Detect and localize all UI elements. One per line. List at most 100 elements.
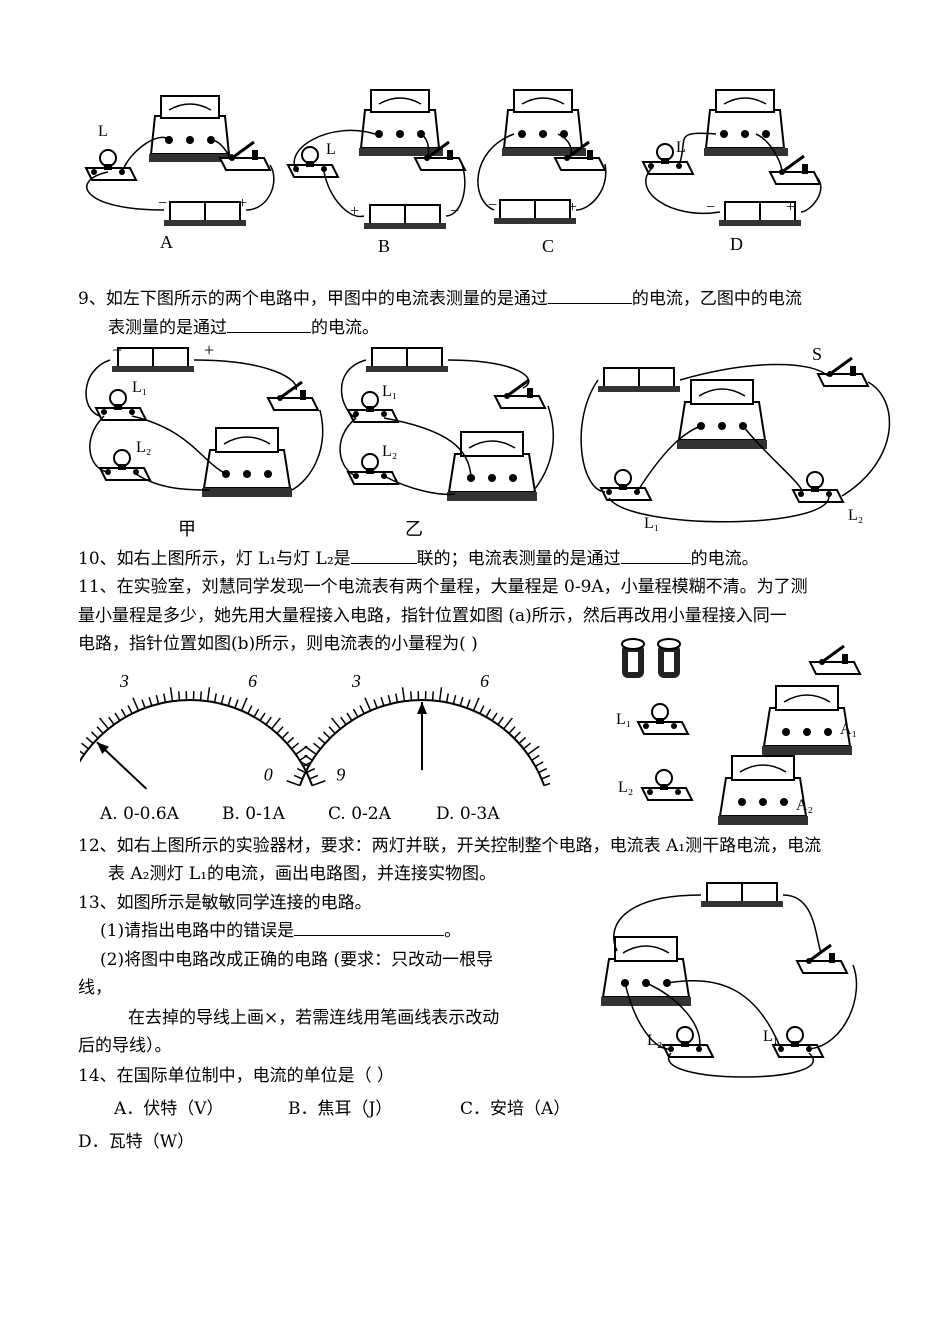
question-11-line-1: 11、在实验室，刘慧同学发现一个电流表有两个量程，大量程是 0-9A，小量程模糊…: [78, 577, 808, 597]
q9-text-a: 9、如左下图所示的两个电路中，甲图中的电流表测量的是通过: [78, 289, 548, 309]
dial-tick: [491, 712, 498, 721]
question-10: 10、如右上图所示，灯 L₁与灯 L₂是联的；电流表测量的是通过的电流。: [78, 545, 759, 573]
dial-tick: [90, 731, 99, 739]
svg-text:−: −: [158, 195, 167, 212]
dial-tick: [155, 694, 160, 705]
dial-tick: [286, 780, 301, 787]
dial-scale-label: 9: [336, 765, 345, 785]
svg-text:L: L: [98, 123, 108, 140]
dial-tick: [445, 693, 449, 703]
svg-text:L₂: L₂: [136, 439, 151, 456]
question-12-line-2: 表 A₂测灯 L₁的电流，画出电路图，并连接实物图。: [108, 864, 497, 884]
equip-l1-label: L₁: [616, 711, 631, 728]
q9-blank-1[interactable]: [547, 285, 632, 304]
dial-tick: [108, 716, 115, 725]
dial-tick: [306, 767, 316, 774]
dial-tick: [466, 699, 471, 709]
dial-tick: [169, 687, 174, 702]
dial-tick: [163, 693, 167, 703]
dial-tick: [309, 774, 319, 780]
dial-tick: [220, 694, 225, 705]
q14-option-c[interactable]: C．安培（A）: [460, 1099, 571, 1119]
svg-text:−: −: [706, 199, 715, 216]
dial-tick: [459, 696, 464, 706]
dial-tick: [234, 699, 239, 709]
dial-tick: [395, 693, 399, 703]
dial-b: 0369(b): [264, 671, 550, 787]
dial-tick: [352, 708, 359, 718]
question-12-line-1: 12、如右上图所示的实验器材，要求：两灯并联，开关控制整个电路，电流表 A₁测干…: [78, 836, 822, 856]
dial-tick: [409, 691, 413, 701]
dial-tick: [508, 726, 516, 734]
q9-text-d: 的电流。: [311, 318, 379, 338]
fig-label-yi: 乙: [405, 519, 423, 539]
svg-text:−: −: [488, 197, 497, 214]
svg-text:L₂: L₂: [382, 443, 397, 460]
q11-option-d[interactable]: D. 0-3A: [436, 804, 500, 824]
question-9-line-2: 表测量的是通过 的电流。: [108, 314, 379, 342]
dial-tick: [527, 745, 540, 756]
dial-tick: [543, 782, 550, 787]
q9-text-b: 的电流，乙图中的电流: [631, 289, 802, 309]
dial-tick: [523, 742, 531, 750]
question-13-sub-2b: 线，: [78, 978, 112, 998]
middle-circuit-figures: − + L₁ L₂ L₁ L₂ S L₁ L₂: [85, 340, 891, 532]
q9-blank-2[interactable]: [227, 314, 311, 333]
q11-option-b[interactable]: B. 0-1A: [222, 804, 285, 824]
dial-tick: [304, 754, 313, 761]
q14-option-b[interactable]: B．焦耳（J）: [288, 1099, 393, 1119]
q14-option-d[interactable]: D．瓦特（W）: [78, 1132, 195, 1152]
dial-tick: [276, 726, 284, 734]
dial-tick: [271, 717, 281, 730]
equip-a2-label: A₂: [796, 797, 813, 814]
q14-option-a[interactable]: A．伏特（V）: [114, 1099, 224, 1119]
q11-option-a[interactable]: A. 0-0.6A: [100, 804, 179, 824]
dial-tick: [364, 697, 372, 711]
dial-tick: [503, 717, 513, 730]
dial-tick: [300, 761, 310, 767]
q13-blank[interactable]: [294, 917, 445, 936]
dial-tick: [485, 708, 492, 718]
dial-scale-label: 0: [264, 765, 273, 785]
svg-text:+: +: [568, 199, 577, 216]
dial-tick: [322, 731, 331, 739]
dial-tick: [452, 694, 457, 705]
svg-text:L₂: L₂: [848, 507, 863, 524]
q11-option-c[interactable]: C. 0-2A: [328, 804, 391, 824]
dial-tick: [346, 712, 353, 721]
dial-tick: [401, 687, 406, 702]
dial-tick: [286, 736, 295, 744]
dial-tick: [99, 717, 109, 730]
q10-blank-2[interactable]: [620, 545, 691, 564]
equip-a1-label: A₁: [840, 721, 857, 738]
dial-tick: [359, 705, 365, 714]
q9-text-c: 表测量的是通过: [108, 318, 227, 338]
question-13-stem: 13、如图所示是敏敏同学连接的电路。: [78, 893, 372, 913]
svg-text:L₂: L₂: [647, 1032, 662, 1049]
dial-arc: [80, 699, 314, 786]
svg-text:+: +: [238, 195, 247, 212]
dial-pointer-head: [96, 742, 110, 755]
q13-circuit-figure: L₂ L₁: [600, 882, 858, 1078]
svg-text:+: +: [786, 199, 795, 216]
svg-text:+: +: [350, 203, 359, 220]
dial-tick: [247, 705, 253, 714]
dial-tick: [206, 687, 211, 702]
dial-tick: [141, 699, 146, 709]
ammeter-dials: 0369(a)0369(b): [80, 671, 550, 790]
dial-tick: [311, 780, 326, 787]
dial-tick: [213, 693, 217, 703]
switch-label-s: S: [812, 344, 822, 364]
dial-tick: [479, 705, 485, 714]
dial-tick: [291, 742, 299, 750]
dial-tick: [177, 691, 181, 701]
dial-tick: [253, 708, 260, 718]
question-13-sub-2a: (2)将图中电路改成正确的电路 (要求：只改动一根导: [100, 950, 494, 970]
dial-tick: [81, 742, 89, 750]
svg-text:+: +: [204, 340, 214, 360]
dial-tick: [80, 750, 85, 756]
dial-tick: [541, 774, 550, 780]
q10-blank-1[interactable]: [350, 545, 417, 564]
dial-tick: [340, 716, 347, 725]
dial-tick: [534, 761, 544, 767]
